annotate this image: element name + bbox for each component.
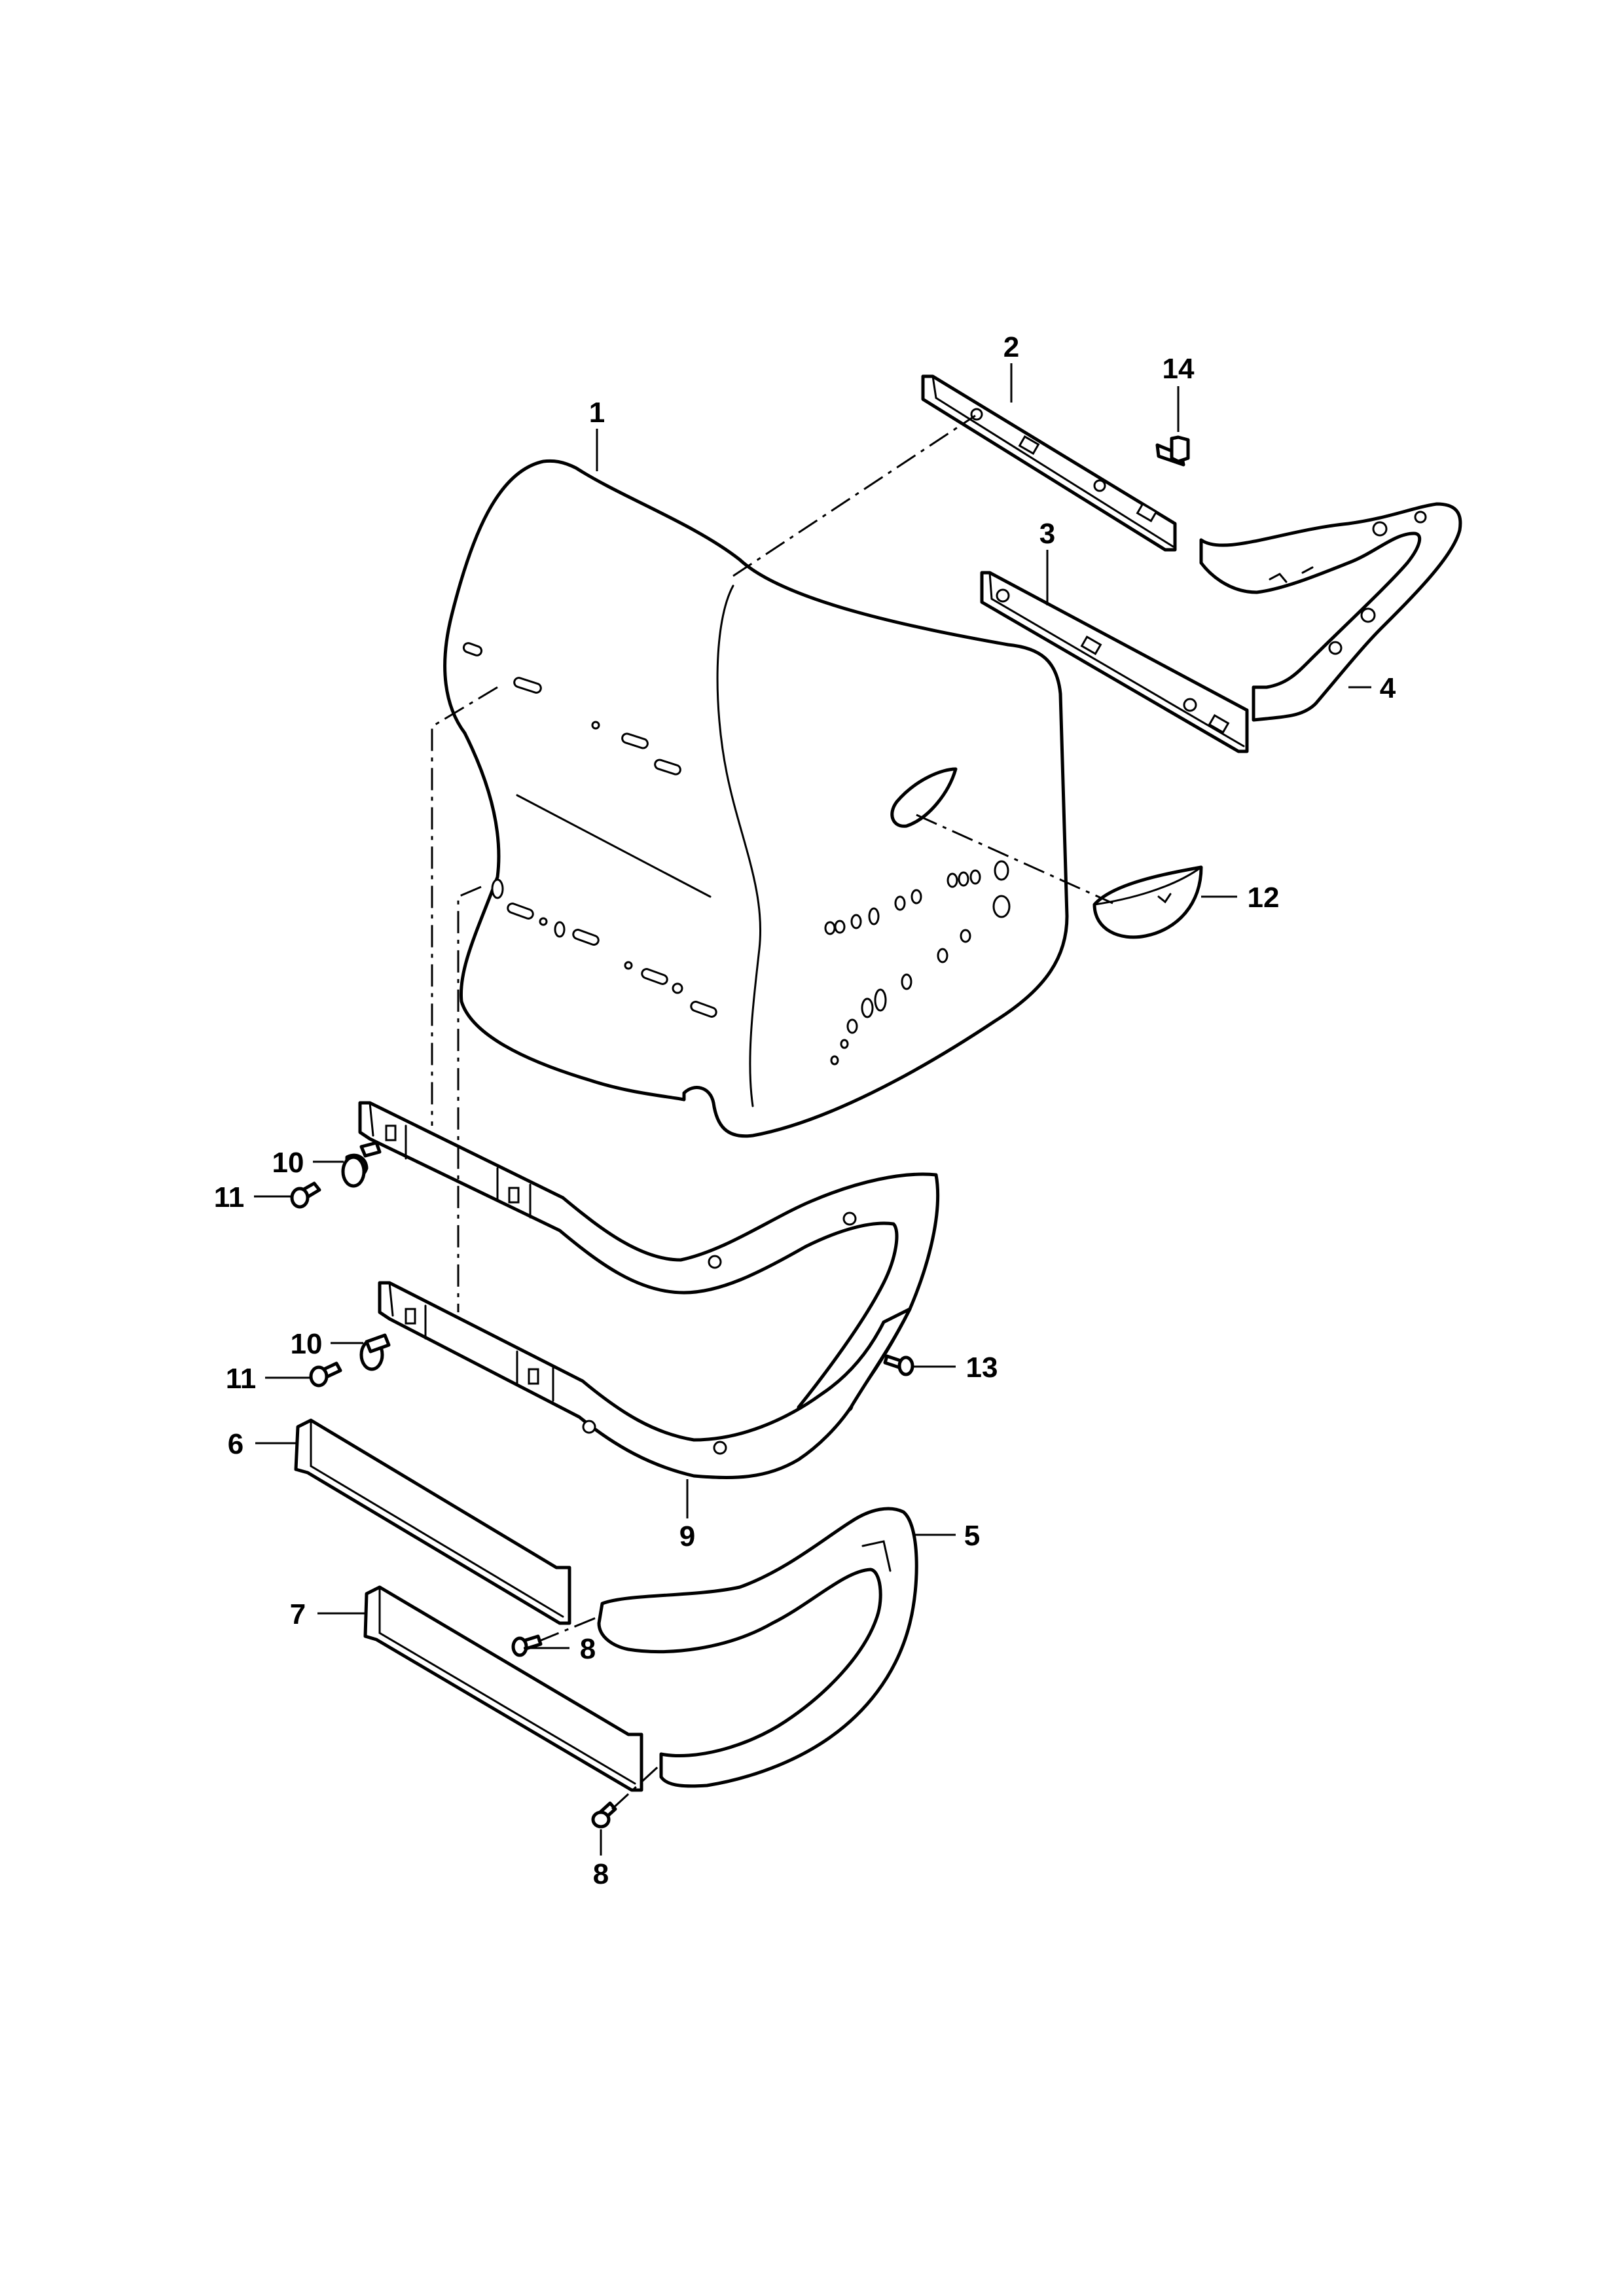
- callout-10b: 10: [291, 1328, 323, 1360]
- callout-5: 5: [964, 1520, 980, 1552]
- seat-back-shell: [443, 459, 1069, 1138]
- lower-pad: [363, 1585, 643, 1792]
- assembly-lines: [431, 414, 1113, 1810]
- callout-2: 2: [1003, 331, 1019, 363]
- callout-8b: 8: [593, 1858, 609, 1890]
- callout-7: 7: [290, 1598, 306, 1630]
- callout-11b: 11: [226, 1363, 257, 1395]
- callout-1: 1: [589, 397, 605, 429]
- middle-mounting-bracket: [980, 571, 1249, 753]
- leader-lines: [254, 363, 1371, 1856]
- upper-frame: [358, 1101, 940, 1445]
- handle-grip: [597, 1507, 918, 1788]
- callout-9: 9: [679, 1520, 695, 1552]
- screw-8-lower: [591, 1801, 617, 1829]
- shell-holes: [462, 642, 1011, 1066]
- callout-3: 3: [1039, 518, 1055, 550]
- callout-13: 13: [966, 1352, 998, 1384]
- callout-10a: 10: [272, 1147, 304, 1179]
- upper-mounting-bracket: [921, 374, 1177, 552]
- upper-pad: [294, 1418, 571, 1625]
- callout-14: 14: [1163, 353, 1195, 385]
- callout-11a: 11: [214, 1181, 245, 1213]
- screw-13: [883, 1354, 914, 1376]
- callout-4: 4: [1380, 672, 1396, 704]
- callout-labels: 1 2 14 3 4 12 10 11 10 11 13 9 6 5 7 8 8: [214, 331, 1396, 1890]
- side-handle-bracket: [1199, 502, 1462, 722]
- mounting-cup: [1092, 865, 1203, 939]
- callout-6: 6: [228, 1428, 244, 1460]
- bolt-14: [1155, 435, 1190, 467]
- callout-12: 12: [1248, 882, 1280, 914]
- callout-8a: 8: [580, 1633, 596, 1665]
- fastener-set-upper: [290, 1141, 382, 1209]
- screw-8-upper: [511, 1634, 543, 1657]
- fastener-set-lower: [309, 1333, 391, 1388]
- lower-frame: [378, 1281, 912, 1479]
